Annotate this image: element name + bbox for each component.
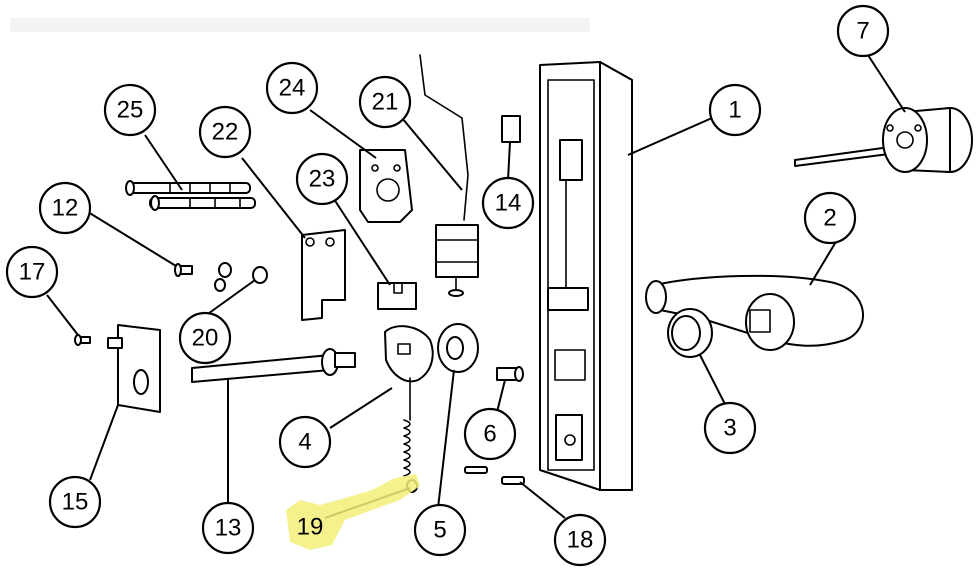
callout-18: 18 [553, 513, 607, 567]
callout-7-label: 7 [856, 18, 869, 45]
part-7-cylinder [794, 107, 973, 173]
callout-12: 12 [38, 181, 92, 235]
part-23-block [377, 282, 417, 310]
part-22-bracket [301, 229, 346, 321]
callout-22-label: 22 [212, 119, 239, 146]
callout-22: 22 [198, 105, 252, 159]
part-15-plate [107, 324, 161, 413]
callout-24-label: 24 [279, 75, 306, 102]
callout-25-label: 25 [117, 97, 144, 124]
part-6-screw [496, 366, 524, 382]
callout-3-label: 3 [723, 415, 736, 442]
callout-17-label: 17 [19, 259, 46, 286]
callout-20: 20 [178, 311, 232, 365]
part-2-lever-handle [645, 274, 864, 351]
callout-19-highlight [286, 474, 420, 550]
callout-18-label: 18 [567, 527, 594, 554]
callout-19: 19 [297, 514, 324, 541]
callout-15: 15 [48, 475, 102, 529]
callout-1-label: 1 [728, 97, 741, 124]
callout-13-label: 13 [215, 515, 242, 542]
callout-17: 17 [5, 245, 59, 299]
callout-21-label: 21 [372, 89, 399, 116]
callout-4: 4 [278, 415, 332, 469]
callout-3: 3 [703, 401, 757, 455]
callout-2: 2 [803, 191, 857, 245]
faint-header-marks [10, 18, 590, 32]
callout-7: 7 [836, 4, 890, 58]
callout-14: 14 [481, 176, 535, 230]
part-5-washer [437, 323, 479, 373]
callout-23-label: 23 [309, 166, 336, 193]
callout-19-label: 19 [297, 514, 324, 541]
leader-lines [46, 51, 906, 519]
part-4-cam [384, 325, 434, 383]
part-21-link-rod [419, 54, 479, 297]
callout-13: 13 [201, 501, 255, 555]
part-3-bushing [667, 308, 713, 358]
callout-24: 24 [265, 61, 319, 115]
callout-6-label: 6 [483, 421, 496, 448]
callout-12-label: 12 [52, 195, 79, 222]
callout-1: 1 [708, 83, 762, 137]
part-12-screw [174, 263, 193, 277]
callout-15-label: 15 [62, 489, 89, 516]
callout-5-label: 5 [433, 517, 446, 544]
part-14-small-block [501, 115, 521, 143]
part-18-pins [464, 466, 525, 485]
callout-25: 25 [103, 83, 157, 137]
callout-5: 5 [413, 503, 467, 557]
part-24-mounting-plate [359, 149, 413, 223]
callout-6: 6 [463, 407, 517, 461]
part-20-washers [214, 262, 268, 292]
part-25-screws [125, 180, 256, 211]
callout-4-label: 4 [298, 429, 311, 456]
part-1-lock-housing [539, 61, 633, 491]
callout-20-label: 20 [192, 325, 219, 352]
callout-14-label: 14 [495, 190, 522, 217]
part-13-spindle [191, 348, 356, 383]
callout-2-label: 2 [823, 205, 836, 232]
callout-21: 21 [358, 75, 412, 129]
callout-23: 23 [295, 152, 349, 206]
part-17-screw [74, 334, 91, 346]
